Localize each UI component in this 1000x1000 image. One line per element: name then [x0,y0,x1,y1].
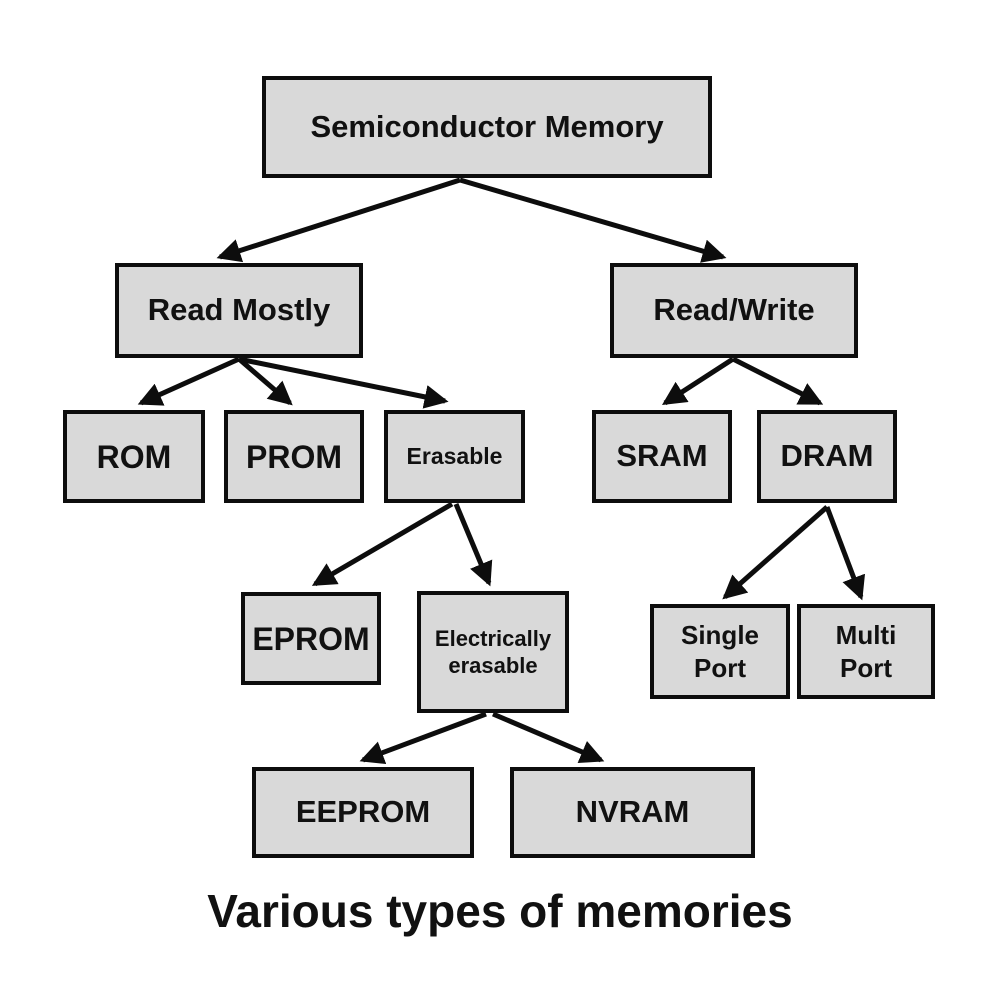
node-semiconductor-memory: Semiconductor Memory [262,76,712,178]
node-dram: DRAM [757,410,897,503]
node-erasable: Erasable [384,410,525,503]
arrow-semiconductor-to-read-mostly [216,177,461,263]
node-electrically-erasable: Electrically erasable [417,591,569,713]
node-eeprom: EEPROM [252,767,474,858]
arrow-read-write-to-sram [661,356,735,406]
node-nvram: NVRAM [510,767,755,858]
node-prom: PROM [224,410,364,503]
arrow-dram-to-multi-port [824,506,866,601]
node-single-port: Single Port [650,604,790,699]
node-read-write: Read/Write [610,263,858,358]
arrow-semiconductor-to-read-write [459,177,727,263]
arrow-elec-erasable-to-eeprom [359,711,487,765]
arrow-read-mostly-to-erasable [238,356,449,409]
arrow-elec-erasable-to-nvram [492,711,605,764]
arrow-erasable-to-eprom [311,501,454,587]
node-sram: SRAM [592,410,732,503]
node-read-mostly: Read Mostly [115,263,363,358]
diagram-caption: Various types of memories [207,885,793,937]
arrow-read-write-to-dram [731,356,824,406]
node-multi-port: Multi Port [797,604,935,699]
arrow-read-mostly-to-prom [237,357,293,406]
arrow-read-mostly-to-rom [137,356,241,406]
arrow-erasable-to-elec-erasable [453,503,493,587]
node-rom: ROM [63,410,205,503]
node-eprom: EPROM [241,592,381,685]
arrow-dram-to-single-port [722,505,829,600]
